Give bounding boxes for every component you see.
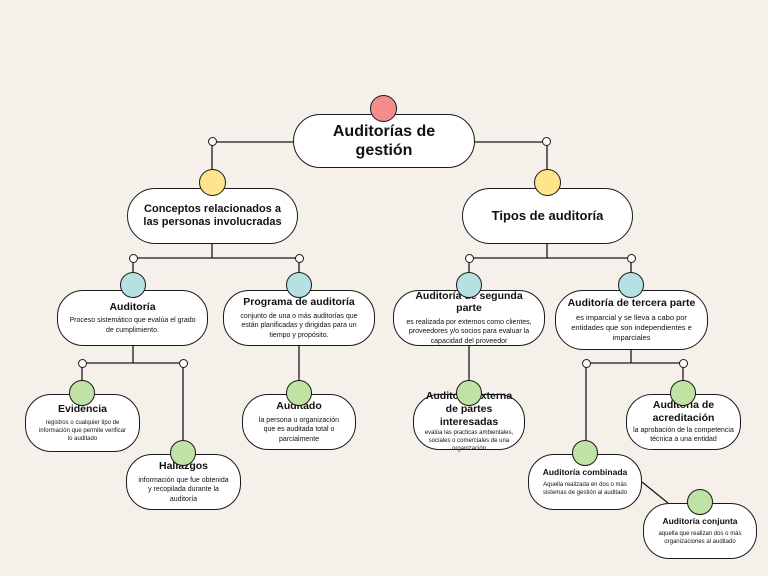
tipos-node[interactable]: Tipos de auditoría [462,188,633,244]
connector-combinada [641,481,669,504]
auditoria-title: Auditoría [109,300,156,313]
segunda-parte-node[interactable]: Auditoría de segunda parte es realizada … [393,290,545,346]
tercera-parte-desc: es imparcial y se lleva a cabo por entid… [571,312,692,342]
auditado-marker [286,380,312,406]
connector-tipos [468,244,632,272]
connector-dot [78,359,87,368]
tercera-parte-marker [618,272,644,298]
connector-conceptos [132,244,300,272]
connector-dot [627,254,636,263]
acreditacion-desc: la aprobación de la competencia técnica … [633,426,734,444]
hallazgos-title: Hallazgos [158,460,208,473]
combinada-desc: Aquella realizada en dos o más sistemas … [542,481,628,496]
tipos-title: Tipos de auditoría [491,208,604,224]
combinada-title: Auditoría combinada [542,467,628,478]
connector-dot [295,254,304,263]
connector-dot [542,137,551,146]
programa-marker [286,272,312,298]
connector-dot [679,359,688,368]
tipos-marker [534,169,561,196]
combinada-marker [572,440,598,466]
conjunta-node[interactable]: Auditoría conjunta aquella que realizan … [643,503,757,559]
hallazgos-desc: información que fue obtenida y recopilad… [138,476,229,503]
evidencia-title: Evidencia [57,403,108,416]
connector-tercera [585,350,684,440]
programa-desc: conjunto de una o más auditorías que est… [240,312,358,339]
connector-dot [179,359,188,368]
programa-node[interactable]: Programa de auditoría conjunto de una o … [223,290,375,346]
segunda-parte-marker [456,272,482,298]
auditado-desc: la persona u organización que es auditad… [258,416,340,443]
conceptos-title: Conceptos relacionados a las personas in… [143,202,282,228]
connector-dot [465,254,474,263]
programa-title: Programa de auditoría [243,296,355,309]
externa-desc: evalúa las practicas ambientales, social… [424,430,514,453]
auditoria-node[interactable]: Auditoría Proceso sistemático que evalúa… [57,290,208,346]
connector-auditoria [81,346,184,440]
acreditacion-marker [670,380,696,406]
auditado-title: Auditado [276,400,322,413]
conjunta-marker [687,489,713,515]
root-node[interactable]: Auditorías de gestión [293,114,475,168]
conceptos-marker [199,169,226,196]
externa-marker [456,380,482,406]
conjunta-desc: aquella que realizan dos o más organizac… [658,530,742,545]
acreditacion-node[interactable]: Auditoría de acreditación la aprobación … [626,394,741,450]
auditoria-marker [120,272,146,298]
root-marker [370,95,397,122]
root-title: Auditorías de gestión [332,122,436,159]
externa-node[interactable]: Auditoría externa de partes interesadas … [413,390,525,453]
auditoria-desc: Proceso sistemático que evalúa el grado … [69,317,196,334]
conceptos-node[interactable]: Conceptos relacionados a las personas in… [127,188,298,244]
segunda-parte-desc: es realizada por externos como clientes,… [406,318,532,345]
tercera-parte-node[interactable]: Auditoría de tercera parte es imparcial … [555,290,708,350]
connector-dot [208,137,217,146]
conjunta-title: Auditoría conjunta [662,516,738,527]
tercera-parte-title: Auditoría de tercera parte [567,297,696,310]
evidencia-marker [69,380,95,406]
evidencia-desc: registros o cualquier tipo de informació… [38,419,127,442]
connector-dot [582,359,591,368]
hallazgos-marker [170,440,196,466]
connector-dot [129,254,138,263]
